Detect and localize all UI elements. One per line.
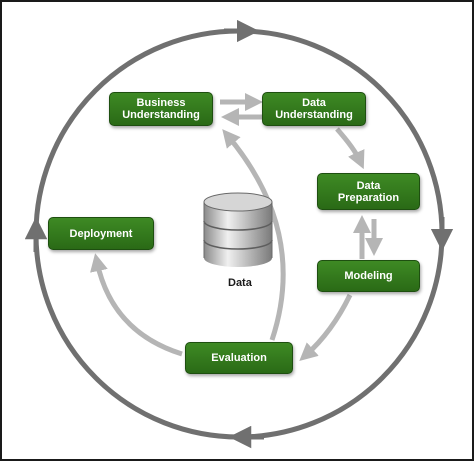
phase-modeling: Modeling	[317, 260, 420, 292]
arrow-data-understanding-to-preparation	[335, 127, 365, 170]
arrow-evaluation-to-deployment	[90, 253, 183, 357]
phase-deployment: Deployment	[48, 217, 154, 250]
arrow-modeling-to-evaluation	[299, 293, 353, 361]
arrow-evaluation-to-business	[222, 129, 286, 341]
phase-evaluation: Evaluation	[185, 342, 293, 374]
database-label: Data	[228, 277, 252, 289]
phase-data-preparation: Data Preparation	[317, 173, 420, 210]
phase-business-understanding: Business Understanding	[109, 92, 213, 126]
phase-data-understanding: Data Understanding	[262, 92, 366, 126]
database-icon	[203, 192, 273, 267]
